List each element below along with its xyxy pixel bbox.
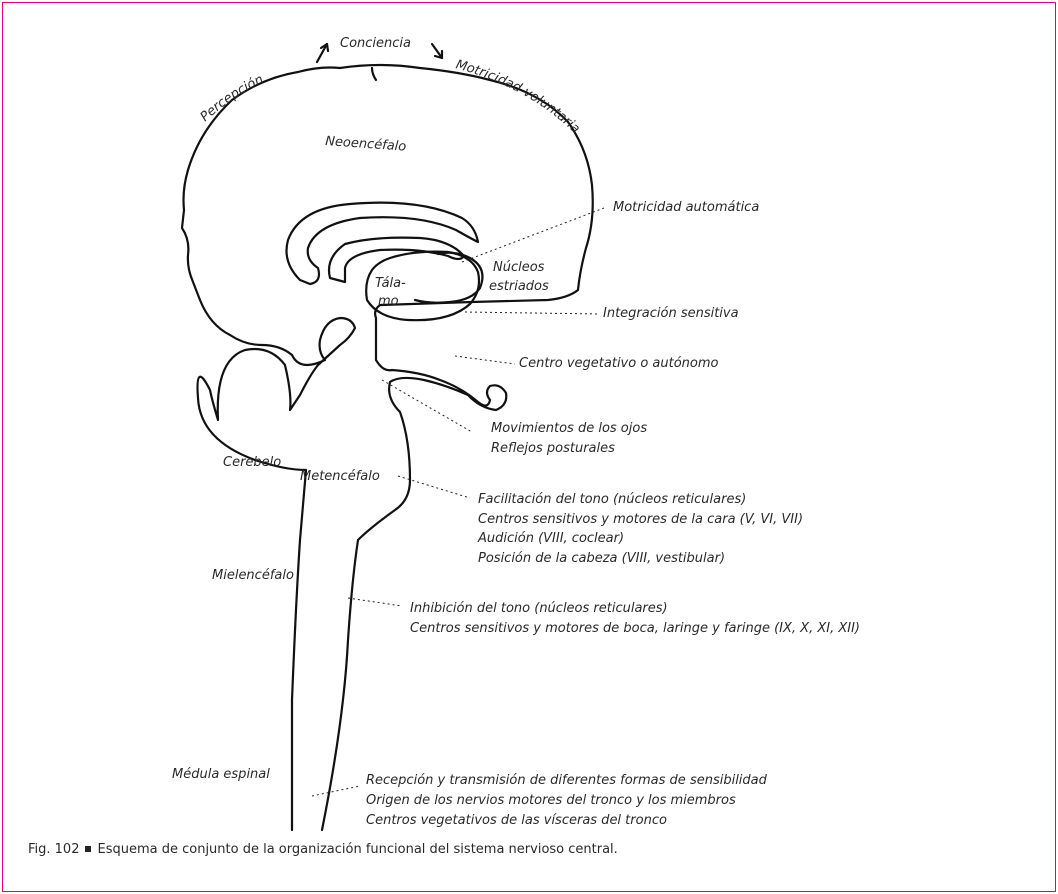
label-motricidad-automatica: Motricidad automática <box>613 200 759 215</box>
caption-number: Fig. 102 <box>28 842 79 857</box>
caudate <box>415 253 482 303</box>
label-integracion: Integración sensitiva <box>603 306 739 321</box>
leader-vegetativo <box>455 356 515 364</box>
leader-medula <box>312 786 360 796</box>
label-med-line2: Origen de los nervios motores del tronco… <box>366 793 736 808</box>
corpus-callosum <box>287 203 479 284</box>
label-met-line1: Facilitación del tono (núcleos reticular… <box>478 492 746 507</box>
leader-mielencefalo <box>348 598 402 606</box>
label-centro-vegetativo: Centro vegetativo o autónomo <box>519 356 719 371</box>
central-sulcus <box>372 68 376 80</box>
label-nucleos-2: estriados <box>489 279 549 294</box>
figure-caption: Fig. 102 Esquema de conjunto de la organi… <box>28 842 618 857</box>
label-motricidad-voluntaria: Motricidad voluntaria <box>454 57 583 136</box>
caption-text: Esquema de conjunto de la organización f… <box>97 842 617 857</box>
label-met-line4: Posición de la cabeza (VIII, vestibular) <box>478 551 725 566</box>
label-conciencia: Conciencia <box>340 36 411 51</box>
leader-integracion <box>465 312 600 314</box>
label-mielencefalo: Mielencéfalo <box>212 568 294 583</box>
label-cerebelo: Cerebelo <box>223 455 281 470</box>
label-miel-line2: Centros sensitivos y motores de boca, la… <box>410 621 860 636</box>
label-reflejos: Reflejos posturales <box>491 441 615 456</box>
label-met-line2: Centros sensitivos y motores de la cara … <box>478 512 803 527</box>
caption-bullet-icon <box>85 846 91 852</box>
label-talamo-1: Tála- <box>375 276 406 291</box>
label-met-line3: Audición (VIII, coclear) <box>477 531 624 546</box>
label-med-line1: Recepción y transmisión de diferentes fo… <box>366 773 768 788</box>
label-nucleos-1: Núcleos <box>493 260 545 275</box>
label-medula: Médula espinal <box>172 767 270 782</box>
label-metencefalo: Metencéfalo <box>300 469 380 484</box>
label-neoencefalo: Neoencéfalo <box>325 134 407 155</box>
label-movimientos-ojos: Movimientos de los ojos <box>491 421 647 436</box>
label-med-line3: Centros vegetativos de las vísceras del … <box>366 813 667 828</box>
label-talamo-2: mo <box>378 294 399 309</box>
label-percepcion: Percepción <box>198 72 266 125</box>
leader-motricidad-automatica <box>462 208 604 262</box>
label-miel-line1: Inhibición del tono (núcleos reticulares… <box>410 601 668 616</box>
